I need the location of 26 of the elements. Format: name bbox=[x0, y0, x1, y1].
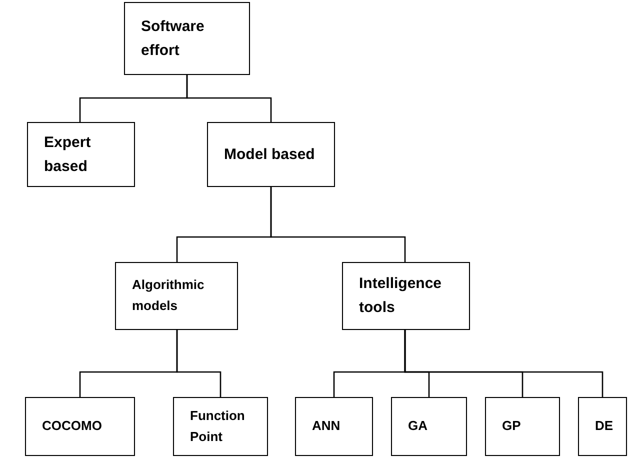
connector-line bbox=[176, 330, 222, 397]
box-label: Algorithmic models bbox=[132, 276, 206, 315]
category-box bbox=[391, 397, 467, 456]
category-box bbox=[115, 262, 238, 330]
category-box bbox=[27, 122, 135, 187]
connector-line bbox=[270, 187, 406, 262]
connector-line bbox=[186, 75, 272, 122]
category-box bbox=[485, 397, 560, 456]
category-box bbox=[124, 2, 250, 75]
box-label: GP bbox=[502, 417, 522, 436]
category-box bbox=[578, 397, 627, 456]
box-label: DE bbox=[595, 417, 610, 436]
category-box bbox=[342, 262, 470, 330]
category-box bbox=[207, 122, 335, 187]
category-box bbox=[25, 397, 135, 456]
category-box bbox=[295, 397, 373, 456]
box-label: Software effort bbox=[141, 16, 206, 60]
connector-line bbox=[404, 330, 604, 397]
box-label: Intelligence tools bbox=[359, 274, 443, 318]
box-label: Function Point bbox=[190, 406, 246, 446]
box-label: Expert based bbox=[44, 132, 92, 176]
box-label: ANN bbox=[312, 417, 342, 436]
box-label: GA bbox=[408, 417, 428, 436]
box-label: COCOMO bbox=[42, 417, 103, 436]
box-label: Model based bbox=[224, 144, 316, 164]
category-box bbox=[173, 397, 268, 456]
